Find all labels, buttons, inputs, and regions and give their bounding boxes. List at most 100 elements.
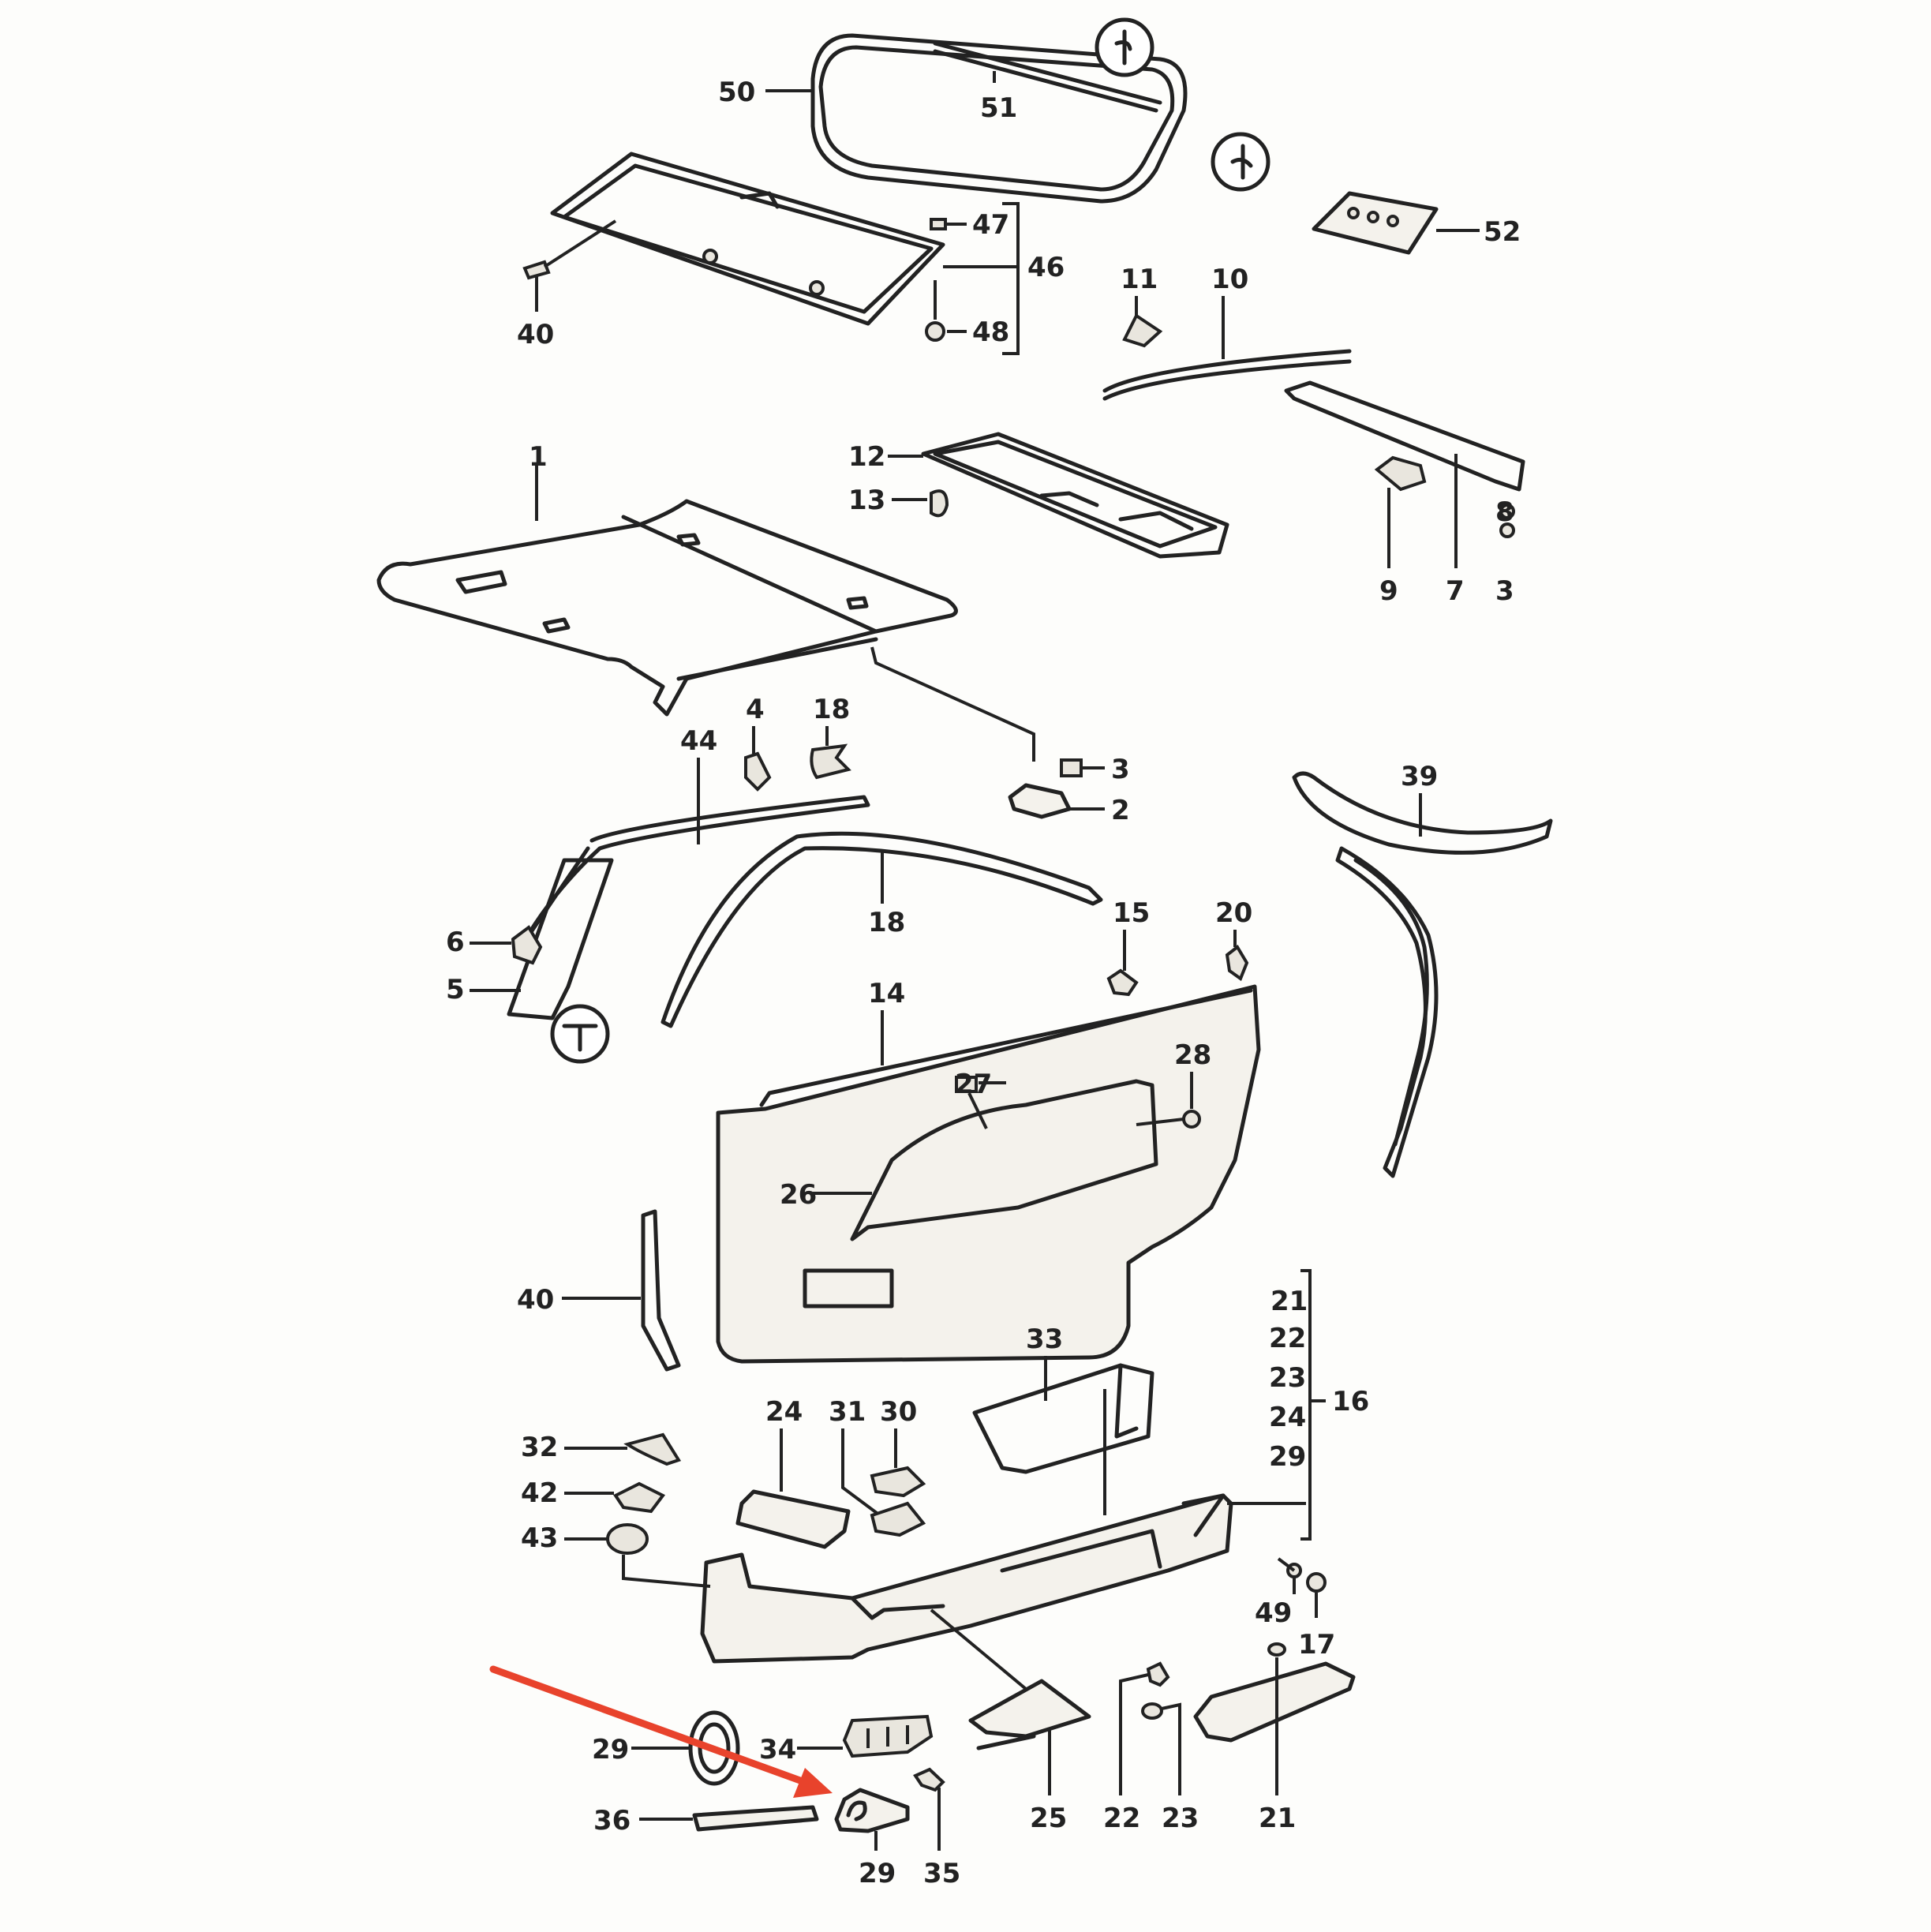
label-42: 42 xyxy=(521,1477,558,1509)
fastener-48 xyxy=(925,280,945,342)
highlight-arrow xyxy=(489,1665,833,1798)
label-22: 22 xyxy=(1103,1803,1140,1834)
label-40-bottom: 40 xyxy=(517,1284,554,1316)
label-10: 10 xyxy=(1211,264,1248,295)
part-43-knob xyxy=(606,1523,649,1555)
clip-15 xyxy=(1106,968,1139,997)
fastener-28 xyxy=(1136,1110,1201,1129)
handle-2 xyxy=(1008,783,1072,819)
label-3-top: 3 xyxy=(1495,575,1514,607)
label-3-mid: 3 xyxy=(1111,754,1130,785)
label-36: 36 xyxy=(593,1805,631,1837)
part-25-bracket xyxy=(968,1679,1091,1750)
label-18-clip: 18 xyxy=(813,694,850,725)
fastener-49 xyxy=(1277,1557,1302,1594)
label-7: 7 xyxy=(1446,575,1465,607)
label-8: 8 xyxy=(1495,496,1514,528)
label-13: 13 xyxy=(848,485,885,516)
label-15: 15 xyxy=(1113,897,1150,929)
part-31-speaker xyxy=(870,1501,926,1537)
label-43: 43 xyxy=(521,1522,558,1554)
label-2: 2 xyxy=(1111,795,1130,826)
part-42-trim xyxy=(613,1481,666,1514)
label-29-highlighted: 29 xyxy=(859,1858,896,1889)
part-32-cap xyxy=(623,1432,682,1466)
label-29-bezel: 29 xyxy=(592,1734,629,1765)
part-7-sunroof-trim xyxy=(1284,380,1525,492)
part-46-parcel-shelf xyxy=(550,152,945,326)
part-36-strip xyxy=(692,1805,819,1832)
label-52: 52 xyxy=(1484,216,1521,248)
label-44: 44 xyxy=(680,725,717,757)
fastener-17 xyxy=(1306,1572,1327,1618)
label-35: 35 xyxy=(923,1858,960,1889)
label-40-top: 40 xyxy=(517,319,554,350)
fastener-47 xyxy=(930,218,947,230)
label-21-list: 21 xyxy=(1270,1286,1308,1317)
label-49: 49 xyxy=(1255,1597,1292,1629)
part-52-light-housing xyxy=(1312,191,1439,255)
part-50-window-seal xyxy=(810,33,1188,204)
clip-22 xyxy=(1146,1661,1170,1687)
label-31: 31 xyxy=(829,1396,866,1428)
part-24-insert xyxy=(735,1489,851,1549)
label-4: 4 xyxy=(746,694,765,725)
fastener-40-top xyxy=(522,219,617,312)
part-34-vent xyxy=(842,1714,934,1758)
label-9: 9 xyxy=(1379,575,1398,607)
label-47: 47 xyxy=(972,209,1009,241)
part-51-trim-strip xyxy=(933,41,1162,113)
part-39-weatherstrip xyxy=(1292,771,1553,855)
part-29-speaker-cover xyxy=(834,1788,910,1833)
label-34: 34 xyxy=(759,1734,796,1765)
part-21-armrest xyxy=(1193,1642,1356,1743)
clip-6 xyxy=(511,925,543,965)
clip-23 xyxy=(1141,1702,1163,1720)
label-5: 5 xyxy=(446,974,465,1005)
label-6: 6 xyxy=(446,927,465,958)
clip-4 xyxy=(744,751,772,792)
label-11: 11 xyxy=(1121,264,1158,295)
part-10-roof-trim xyxy=(1102,349,1352,401)
part-18-window-channel xyxy=(518,795,1103,1028)
part-40-seal-strip xyxy=(641,1209,681,1372)
label-12: 12 xyxy=(848,441,885,473)
part-armrest-base xyxy=(700,1493,1233,1664)
label-25: 25 xyxy=(1030,1803,1067,1834)
clip-13 xyxy=(930,489,949,518)
callout-37 xyxy=(550,1004,610,1064)
label-22-list: 22 xyxy=(1269,1323,1306,1354)
label-33: 33 xyxy=(1026,1324,1063,1355)
part-1-headliner xyxy=(376,499,958,717)
fasteners-8 xyxy=(1499,504,1515,538)
label-23: 23 xyxy=(1162,1803,1199,1834)
label-21: 21 xyxy=(1259,1803,1296,1834)
label-50: 50 xyxy=(718,77,755,108)
part-5-pillar-trim xyxy=(507,858,614,1020)
label-30: 30 xyxy=(880,1396,917,1428)
label-18-channel: 18 xyxy=(868,907,905,938)
label-27: 27 xyxy=(955,1069,992,1100)
fastener-3 xyxy=(1060,758,1083,777)
callout-clip-top xyxy=(1095,17,1154,77)
label-28: 28 xyxy=(1174,1039,1211,1071)
label-26: 26 xyxy=(780,1179,817,1211)
label-24-list: 24 xyxy=(1269,1402,1306,1433)
part-38-door-seal xyxy=(1335,846,1439,1178)
label-23-list: 23 xyxy=(1269,1362,1306,1394)
label-51: 51 xyxy=(980,92,1017,124)
clip-18 xyxy=(810,743,851,780)
part-12-sunroof-panel xyxy=(921,432,1229,559)
label-24: 24 xyxy=(765,1396,803,1428)
label-16: 16 xyxy=(1332,1386,1369,1417)
fastener-27 xyxy=(955,1076,988,1129)
clip-20 xyxy=(1225,945,1249,982)
part-14-door-panel xyxy=(716,984,1261,1364)
clip-11 xyxy=(1122,313,1163,348)
clip-35 xyxy=(913,1767,945,1792)
part-30-grille xyxy=(870,1466,926,1498)
label-29-list: 29 xyxy=(1269,1441,1306,1473)
label-39: 39 xyxy=(1401,761,1438,792)
